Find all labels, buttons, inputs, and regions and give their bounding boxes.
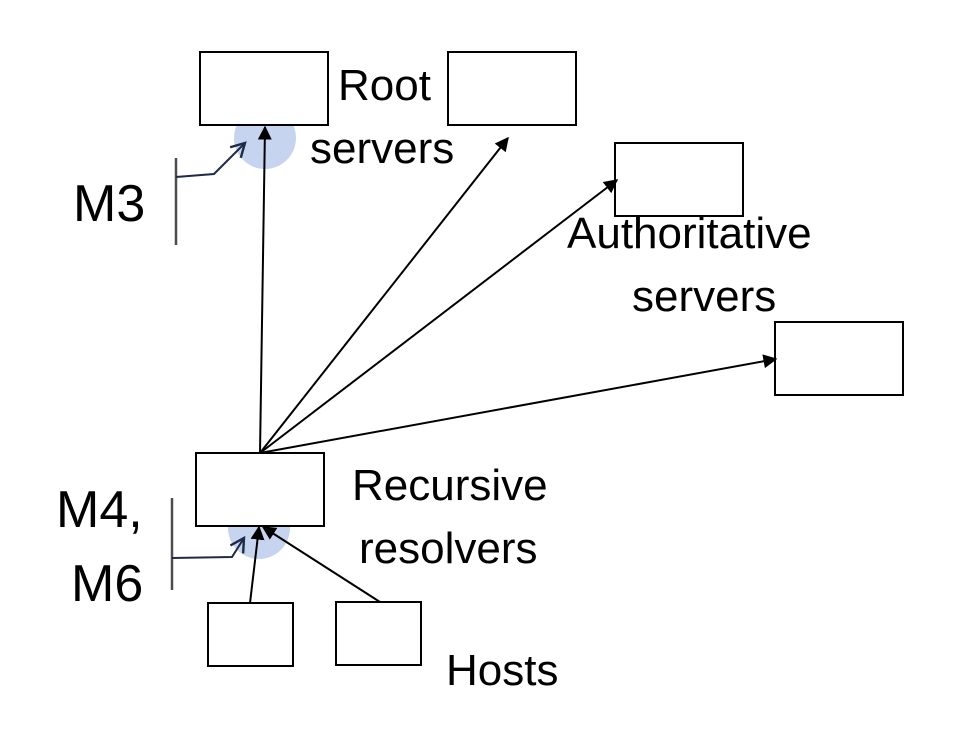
m3-label: M3 <box>73 175 145 233</box>
host-box-1 <box>207 602 294 667</box>
authoritative-server-box-1 <box>614 142 744 217</box>
m3-pointer <box>175 141 247 178</box>
recursive-resolvers-label-line1: Recursive <box>352 461 548 510</box>
edge-resolver-to-authoritative-2 <box>259 354 778 454</box>
root-servers-label-line1: Root <box>338 61 431 110</box>
host-box-2 <box>335 601 422 666</box>
edge-host2-to-resolver <box>261 526 381 603</box>
authoritative-servers-label-line1: Authoritative <box>567 209 812 258</box>
edge-resolver-to-root-2 <box>259 136 509 454</box>
m4-label: M4, <box>56 481 143 539</box>
edge-host1-to-resolver <box>249 525 265 604</box>
authoritative-server-box-2 <box>774 321 904 396</box>
root-server-box-1 <box>199 51 329 126</box>
hosts-label: Hosts <box>446 646 558 695</box>
recursive-resolver-box <box>195 452 325 527</box>
root-server-box-2 <box>447 51 577 126</box>
root-servers-label-line2: servers <box>310 124 454 173</box>
m6-label: M6 <box>71 555 143 613</box>
recursive-resolvers-label-line2: resolvers <box>359 524 538 573</box>
m4-m6-pointer <box>171 535 246 559</box>
edge-resolver-to-authoritative-1 <box>259 179 619 454</box>
edge-resolver-to-root-1 <box>257 125 272 454</box>
authoritative-servers-label-line2: servers <box>632 272 776 321</box>
